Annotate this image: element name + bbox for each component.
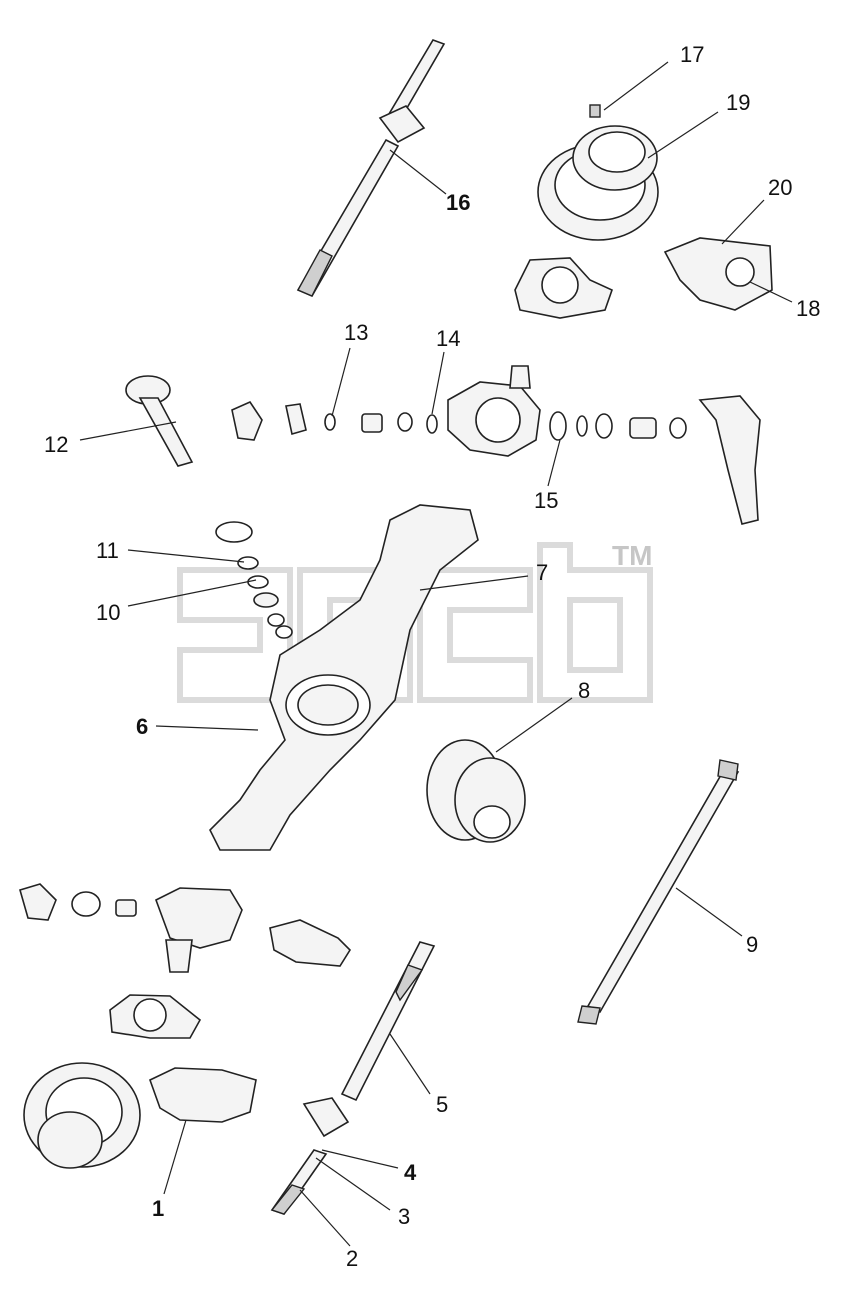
part-8-differential bbox=[426, 739, 526, 843]
leader-7 bbox=[419, 575, 529, 591]
part-15-seals-bearings bbox=[549, 411, 687, 441]
callout-20: 20 bbox=[768, 175, 792, 200]
callout-labels: 17 19 20 18 16 13 14 12 15 11 10 7 6 8 9… bbox=[44, 42, 820, 1271]
part-6-axle-housing bbox=[209, 504, 479, 851]
leader-12 bbox=[79, 421, 177, 441]
callout-14: 14 bbox=[436, 326, 460, 351]
callout-7: 7 bbox=[536, 560, 548, 585]
leader-20 bbox=[721, 199, 765, 245]
leader-6 bbox=[155, 725, 259, 731]
leader-19 bbox=[647, 111, 719, 159]
part-10-11-bearing-stack bbox=[215, 521, 293, 639]
leader-lines bbox=[79, 61, 793, 1247]
part-5-lower-drive-shaft bbox=[270, 941, 436, 1215]
callout-2: 2 bbox=[346, 1246, 358, 1271]
leader-17 bbox=[603, 61, 669, 111]
callout-18: 18 bbox=[796, 296, 820, 321]
callout-12: 12 bbox=[44, 432, 68, 457]
leader-2 bbox=[299, 1189, 351, 1247]
part-knuckle-housing-right bbox=[447, 365, 541, 457]
steering-arm bbox=[698, 395, 761, 525]
callout-13: 13 bbox=[344, 320, 368, 345]
callout-10: 10 bbox=[96, 600, 120, 625]
leader-9 bbox=[675, 887, 743, 937]
leader-5 bbox=[389, 1033, 431, 1095]
part-20-steering-knuckle bbox=[663, 237, 773, 311]
part-1-lower-disc-knuckle bbox=[23, 1062, 257, 1169]
part-12-stub-axle bbox=[125, 375, 194, 467]
row-bearings-seals bbox=[231, 400, 438, 441]
callout-9: 9 bbox=[746, 932, 758, 957]
callout-19: 19 bbox=[726, 90, 750, 115]
leader-15 bbox=[547, 439, 561, 487]
leader-8 bbox=[495, 697, 573, 753]
callout-16: 16 bbox=[446, 190, 470, 215]
callout-4: 4 bbox=[404, 1160, 417, 1185]
leader-10 bbox=[127, 579, 257, 607]
leader-3 bbox=[315, 1157, 391, 1211]
part-9-tie-rod bbox=[577, 759, 740, 1025]
callout-17: 17 bbox=[680, 42, 704, 67]
watermark-tm: TM bbox=[612, 540, 652, 571]
callout-11: 11 bbox=[96, 538, 119, 563]
leader-16 bbox=[389, 149, 447, 195]
callout-3: 3 bbox=[398, 1204, 410, 1229]
leader-1 bbox=[163, 1119, 187, 1195]
part-19-brake-disc-hub bbox=[537, 104, 659, 241]
part-16-upper-drive-shaft bbox=[296, 39, 446, 298]
callout-5: 5 bbox=[436, 1092, 448, 1117]
leader-14 bbox=[431, 351, 445, 415]
leader-18 bbox=[749, 281, 793, 303]
callout-15: 15 bbox=[534, 488, 558, 513]
callout-8: 8 bbox=[578, 678, 590, 703]
leader-13 bbox=[331, 347, 351, 417]
callout-6: 6 bbox=[136, 714, 148, 739]
lower-left-components bbox=[19, 883, 352, 1039]
callout-1: 1 bbox=[152, 1196, 164, 1221]
leader-4 bbox=[321, 1149, 399, 1169]
leader-11 bbox=[127, 549, 245, 563]
bracket-upper bbox=[514, 257, 613, 319]
